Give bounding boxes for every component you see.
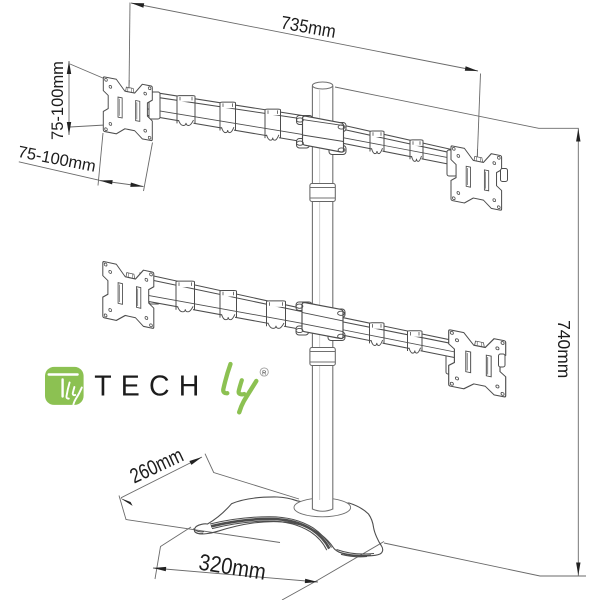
svg-text:260mm: 260mm xyxy=(127,444,188,489)
svg-text:R: R xyxy=(262,371,266,377)
svg-text:320mm: 320mm xyxy=(197,548,268,585)
svg-text:740mm: 740mm xyxy=(554,320,574,378)
svg-text:735mm: 735mm xyxy=(279,12,337,42)
svg-text:TECH: TECH xyxy=(94,370,208,402)
svg-text:75-100mm: 75-100mm xyxy=(49,61,67,140)
